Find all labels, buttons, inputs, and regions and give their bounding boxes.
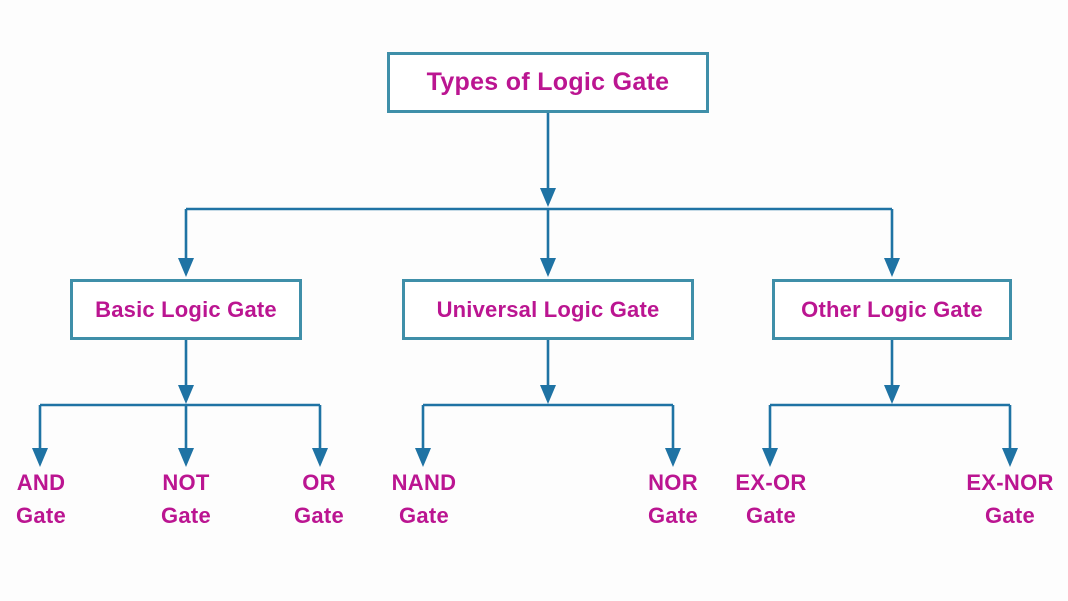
leaf-label-line2: Gate (745, 503, 797, 528)
category-node-label: Other Logic Gate (801, 296, 983, 322)
leaf-not-gate: NOT Gate (106, 466, 266, 532)
leaf-label-line1: EX-NOR (966, 470, 1054, 495)
arrowhead-icon (540, 258, 556, 277)
arrowhead-icon (540, 188, 556, 207)
leaf-label-line1: OR (302, 470, 336, 495)
connector-universal-to-children (415, 340, 681, 467)
arrowhead-icon (415, 448, 431, 467)
leaf-label-line1: EX-OR (735, 470, 807, 495)
leaf-label-line2: Gate (398, 503, 450, 528)
leaf-and-gate: AND Gate (0, 466, 121, 532)
leaf-nor-gate: NOR Gate (593, 466, 753, 532)
leaf-label-line1: AND (16, 470, 66, 495)
arrowhead-icon (762, 448, 778, 467)
leaf-label-line2: Gate (293, 503, 345, 528)
leaf-label-line2: Gate (15, 503, 67, 528)
leaf-nand-gate: NAND Gate (344, 466, 504, 532)
arrowhead-icon (665, 448, 681, 467)
leaf-label-line2: Gate (647, 503, 699, 528)
root-node-label: Types of Logic Gate (426, 68, 670, 96)
category-node-basic-logic-gate: Basic Logic Gate (70, 279, 302, 340)
leaf-label-line2: Gate (984, 503, 1036, 528)
connector-basic-to-children (32, 340, 328, 467)
connector-root-to-categories (178, 113, 900, 277)
category-node-universal-logic-gate: Universal Logic Gate (402, 279, 694, 340)
leaf-ex-or-gate: EX-OR Gate (691, 466, 851, 532)
arrowhead-icon (540, 385, 556, 404)
arrowhead-icon (178, 258, 194, 277)
arrowhead-icon (32, 448, 48, 467)
leaf-or-gate: OR Gate (239, 466, 399, 532)
leaf-ex-nor-gate: EX-NOR Gate (930, 466, 1068, 532)
category-node-label: Basic Logic Gate (95, 296, 277, 322)
root-node-types-of-logic-gate: Types of Logic Gate (387, 52, 709, 113)
arrowhead-icon (178, 385, 194, 404)
arrowhead-icon (884, 385, 900, 404)
arrowhead-icon (178, 448, 194, 467)
arrowhead-icon (884, 258, 900, 277)
leaf-label-line2: Gate (160, 503, 212, 528)
category-node-label: Universal Logic Gate (436, 296, 660, 322)
connector-other-to-children (762, 340, 1018, 467)
leaf-label-line1: NOT (162, 470, 210, 495)
category-node-other-logic-gate: Other Logic Gate (772, 279, 1012, 340)
arrowhead-icon (1002, 448, 1018, 467)
leaf-label-line1: NAND (391, 470, 457, 495)
leaf-label-line1: NOR (648, 470, 698, 495)
arrowhead-icon (312, 448, 328, 467)
